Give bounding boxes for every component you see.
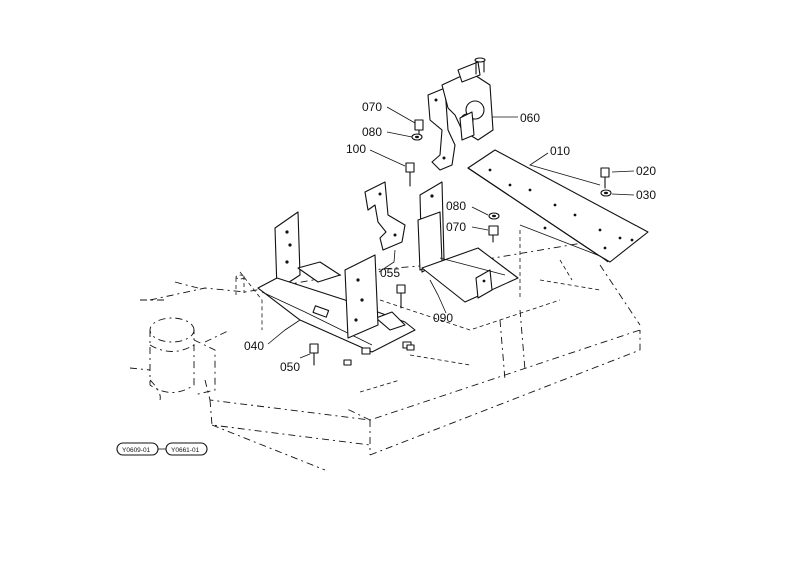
reference-tag-right-text: Y0661-01 bbox=[171, 447, 200, 454]
reference-tags: Y0609-01 Y0661-01 bbox=[116, 442, 208, 456]
callout-040: 040 bbox=[244, 339, 264, 353]
reference-tag-left-text: Y0609-01 bbox=[122, 447, 151, 454]
callout-080-lower: 080 bbox=[446, 199, 466, 213]
callout-090: 090 bbox=[433, 311, 453, 325]
washer-030 bbox=[600, 189, 612, 197]
bolt-bracket bbox=[396, 284, 406, 309]
bolt-050 bbox=[309, 343, 319, 366]
callout-070-lower: 070 bbox=[446, 220, 466, 234]
part-040-bracket bbox=[257, 211, 416, 355]
bolt-100 bbox=[405, 162, 415, 187]
part-090-mount-plate bbox=[417, 181, 519, 303]
washer-080-lower bbox=[488, 212, 500, 220]
reference-tag-right bbox=[165, 442, 208, 456]
hardware bbox=[309, 119, 612, 366]
callout-100: 100 bbox=[346, 142, 366, 156]
callout-080-upper: 080 bbox=[362, 125, 382, 139]
callout-060: 060 bbox=[520, 111, 540, 125]
callouts: 070 080 100 060 010 020 030 080 070 055 … bbox=[244, 100, 656, 374]
callout-030: 030 bbox=[636, 188, 656, 202]
steering-column bbox=[149, 274, 245, 401]
part-055-bent-bracket bbox=[364, 181, 406, 251]
callout-050: 050 bbox=[280, 360, 300, 374]
callout-055: 055 bbox=[380, 266, 400, 280]
part-010-long-plate bbox=[467, 149, 649, 263]
bolt-020 bbox=[600, 167, 610, 189]
leader-lines bbox=[267, 106, 635, 359]
washer-080-upper bbox=[411, 133, 423, 141]
callout-020: 020 bbox=[636, 164, 656, 178]
bolt-070-lower bbox=[488, 225, 499, 243]
callout-010: 010 bbox=[550, 144, 570, 158]
callout-070-upper: 070 bbox=[362, 100, 382, 114]
part-060-linkage-bracket bbox=[427, 57, 494, 171]
chassis-frame bbox=[129, 230, 641, 471]
